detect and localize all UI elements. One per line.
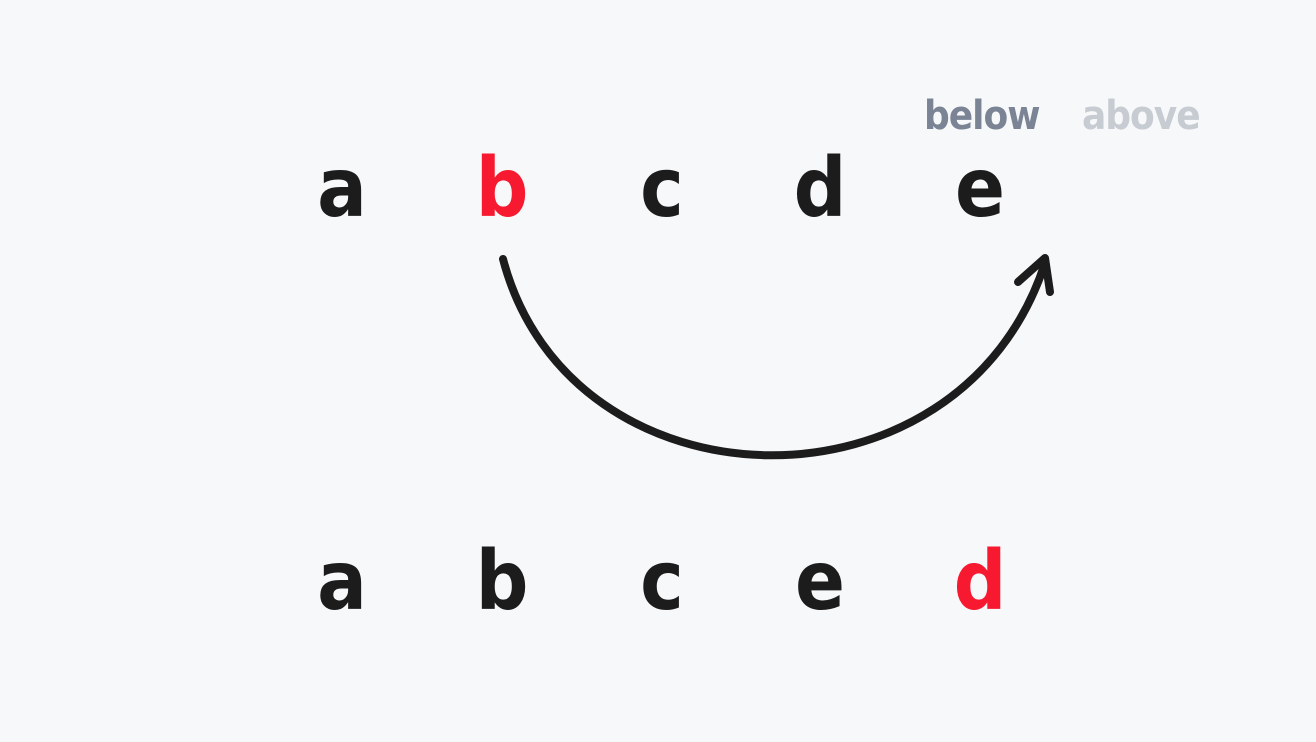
- toggle-above[interactable]: above: [1082, 93, 1201, 139]
- top-letter: a: [317, 141, 367, 236]
- bottom-letter: a: [317, 534, 367, 629]
- position-toggle: below above: [918, 86, 1208, 146]
- move-arc: [499, 255, 1049, 460]
- bottom-letter: d: [953, 534, 1007, 629]
- bottom-letter: e: [794, 534, 846, 629]
- toggle-below[interactable]: below: [924, 93, 1040, 139]
- top-letter: d: [793, 141, 847, 236]
- top-letter: b: [475, 141, 529, 236]
- arrowhead: [1014, 254, 1054, 296]
- bottom-letter-row: a b c e d: [0, 527, 1316, 637]
- bottom-letter: c: [640, 534, 684, 629]
- bottom-letter: b: [475, 534, 529, 629]
- top-letter: c: [640, 141, 684, 236]
- top-letter: e: [954, 141, 1006, 236]
- top-letter-row: a b c d e: [0, 134, 1316, 244]
